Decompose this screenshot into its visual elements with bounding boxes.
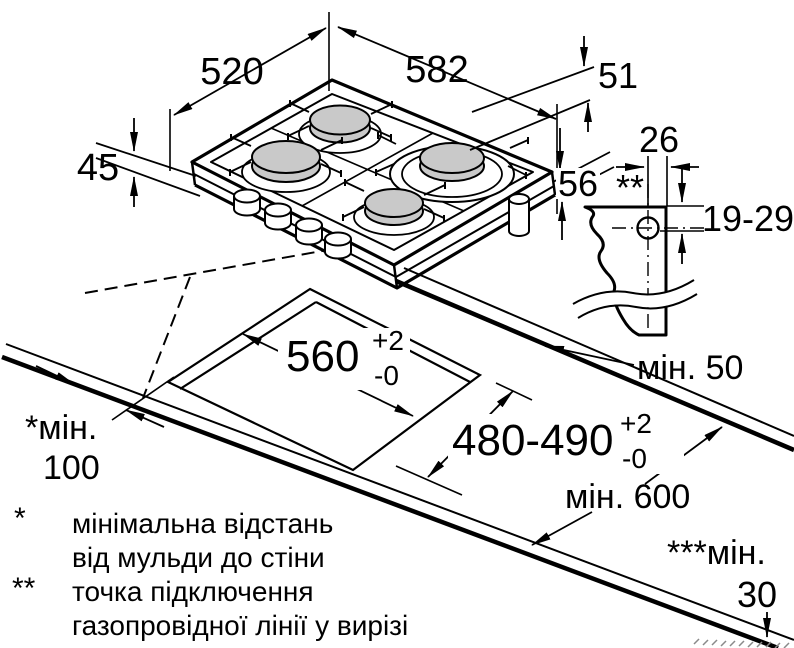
gas-connection-detail: [572, 156, 704, 337]
label-26: 26: [639, 119, 679, 160]
label-backdrop: [278, 328, 410, 390]
burner-front: [353, 188, 435, 236]
label-min-100-prefix: *мін.: [25, 409, 97, 447]
burner-left: [241, 140, 331, 193]
label-480-490-tol-minus: -0: [622, 443, 647, 474]
footnotes: * мінімальна відстань від мульди до стін…: [12, 502, 408, 641]
burner-cap: [364, 188, 424, 218]
control-knobs: [233, 188, 352, 260]
label-582: 582: [405, 49, 468, 91]
label-480-490-tol-plus: +2: [620, 408, 652, 439]
dim-arrow-100-right: [125, 409, 165, 428]
projection-dashed-line: [142, 276, 191, 399]
label-min-600: мін. 600: [565, 478, 690, 516]
label-520: 520: [200, 51, 263, 93]
footnote-text: від мульди до стіни: [72, 542, 325, 573]
burner-wok-right: [389, 142, 515, 203]
label-connector-marker: **: [616, 167, 644, 208]
cutout-dimensions: [35, 333, 771, 638]
label-min-30-prefix: ***мін.: [667, 534, 766, 572]
extension-line: [111, 376, 175, 421]
label-45: 45: [77, 147, 119, 189]
label-min-100-value: 100: [43, 449, 100, 487]
gas-hob: [190, 78, 557, 290]
label-min-50: мін. 50: [637, 349, 743, 387]
burner-cap: [251, 140, 321, 174]
projection-dashed-line: [84, 245, 351, 294]
leader-min-50: [544, 345, 635, 366]
label-19-29: 19-29: [702, 198, 794, 239]
label-560-tol-plus: +2: [372, 325, 404, 356]
footnote-marker: *: [14, 502, 26, 535]
footnote-text: мінімальна відстань: [72, 508, 333, 539]
dim-arrow-100-left: [35, 365, 75, 385]
gas-pipe: [508, 193, 530, 237]
hob-tray-lip: [193, 173, 555, 278]
dimension-labels: 520 582 45 51 56 26 ** 19-29 560 +2 -0 4…: [25, 49, 794, 615]
label-56: 56: [558, 163, 598, 204]
dim-line-520: [173, 27, 327, 116]
footnote-text: точка підключення: [72, 576, 314, 607]
label-560-tol-minus: -0: [374, 360, 399, 391]
break-line: [577, 293, 698, 319]
extension-line: [660, 205, 704, 232]
extension-line: [395, 382, 533, 496]
hob-tray-bottom: [194, 183, 556, 290]
front-edge-thick: [1, 354, 779, 648]
front-edge-thin: [5, 343, 794, 641]
burner-cap: [309, 104, 371, 136]
burner-cap: [419, 142, 485, 174]
extension-line: [95, 142, 201, 197]
dim-line-582: [337, 26, 557, 120]
footnote-marker: **: [12, 572, 36, 605]
extension-line: [647, 156, 668, 206]
leader-min-600-front: [531, 511, 593, 546]
break-line-mask: [573, 280, 697, 317]
break-line: [572, 279, 695, 305]
footnote-text: газопровідної лінії у вирізі: [72, 610, 408, 641]
label-min-30-value: 30: [737, 574, 777, 615]
hatch-strip: [693, 638, 790, 648]
label-backdrop: [448, 414, 684, 474]
label-backdrop: [556, 168, 600, 199]
label-560: 560: [286, 332, 359, 381]
label-51: 51: [598, 55, 638, 96]
label-480-490: 480-490: [452, 416, 613, 465]
extension-line: [469, 66, 595, 151]
hob-top-plate: [190, 78, 554, 267]
wall-line-thin: [403, 267, 794, 437]
wall-line-thick: [395, 278, 794, 453]
